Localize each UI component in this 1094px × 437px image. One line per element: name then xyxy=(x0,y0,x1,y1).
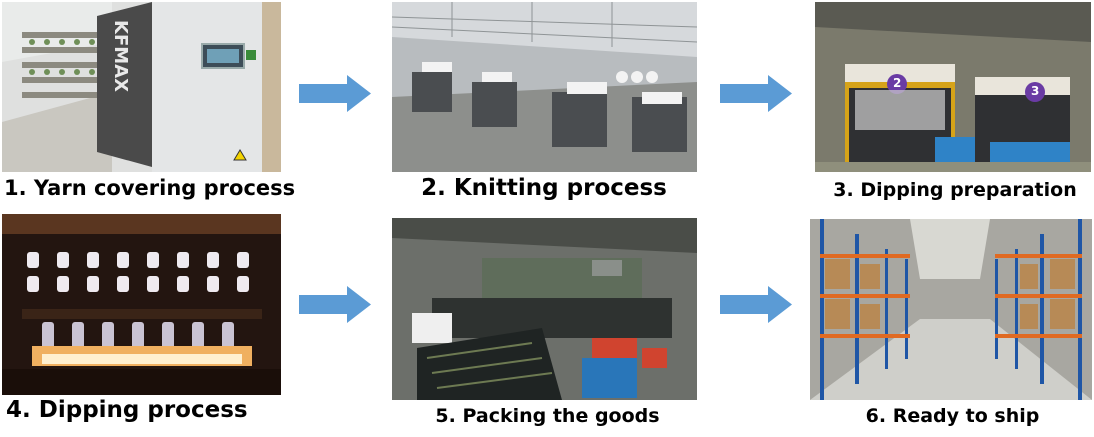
step-1-label: 1. Yarn covering process xyxy=(4,176,296,200)
step-3-photo: 2 3 xyxy=(815,2,1091,172)
step-2-label: 2. Knitting process xyxy=(421,175,667,201)
right-arrow-icon xyxy=(299,75,371,112)
machine-brand-text: KFMAX xyxy=(110,20,131,92)
step-6-label: 6. Ready to ship xyxy=(865,405,1040,427)
station-2-number: 2 xyxy=(893,76,902,90)
step-4-label: 4. Dipping process xyxy=(6,397,248,423)
step-1-photo: KFMAX xyxy=(2,2,281,172)
step-5-label: 5. Packing the goods xyxy=(435,405,660,427)
right-arrow-icon xyxy=(720,286,792,323)
step-6-photo xyxy=(810,219,1092,400)
step-5-photo xyxy=(392,218,697,400)
step-4-photo xyxy=(2,214,281,395)
right-arrow-icon xyxy=(720,75,792,112)
step-3-label: 3. Dipping preparation xyxy=(833,179,1077,201)
step-2-photo xyxy=(392,2,697,172)
station-3-number: 3 xyxy=(1031,84,1040,98)
right-arrow-icon xyxy=(299,286,371,323)
